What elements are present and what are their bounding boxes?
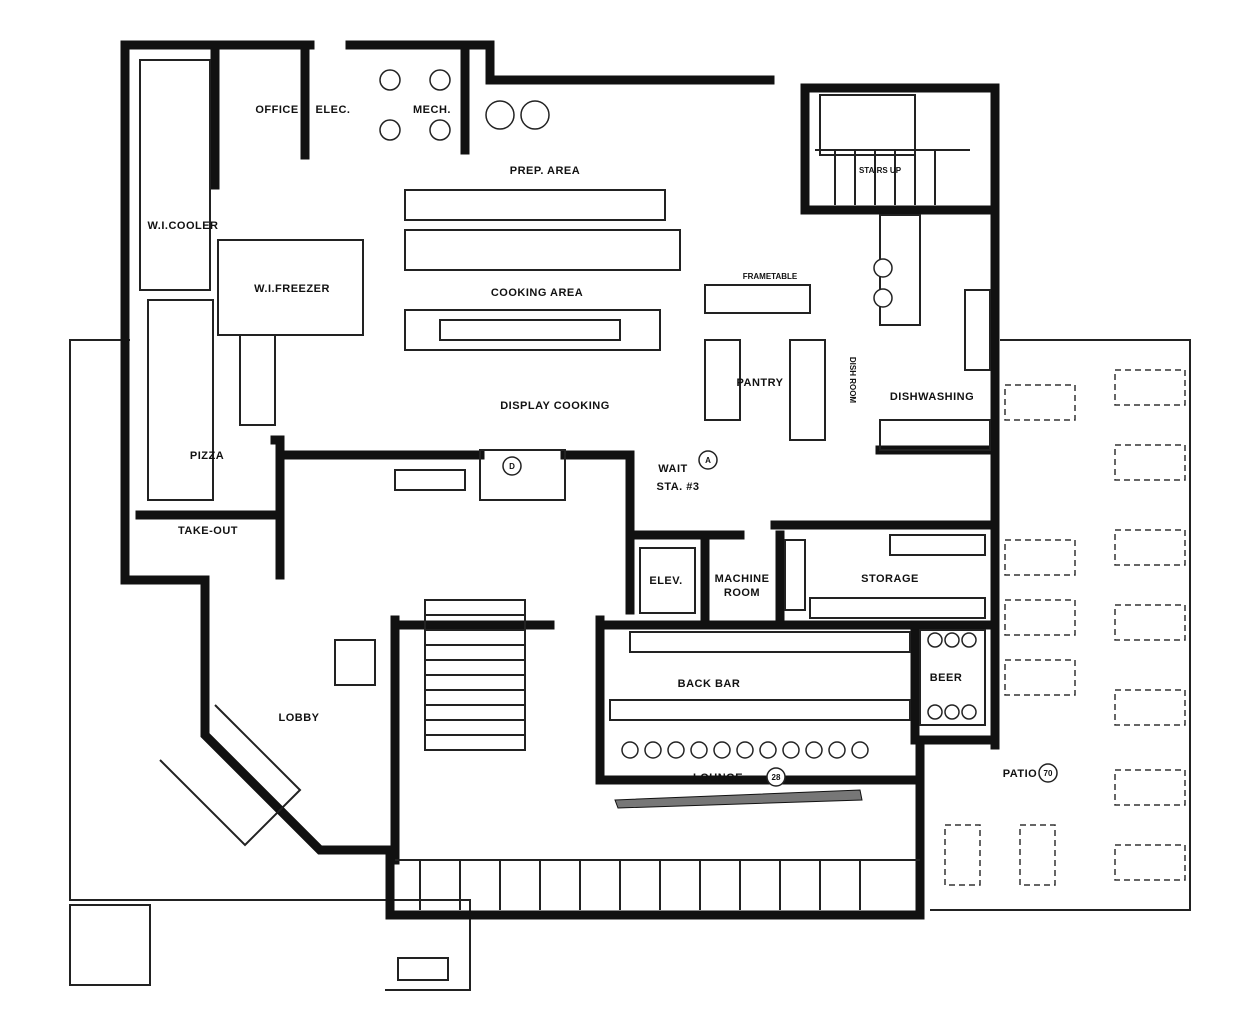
label-pizza: PIZZA (190, 450, 224, 462)
label-take-out: TAKE-OUT (178, 525, 238, 537)
label-dishwashing: DISHWASHING (890, 391, 974, 403)
label-office: OFFICE (255, 104, 298, 116)
label-freezer: W.I.FREEZER (254, 283, 330, 295)
marker-a: A (705, 456, 711, 465)
label-prep-area: PREP. AREA (510, 165, 580, 177)
room-labels: OFFICE ELEC. MECH. PREP. AREA W.I.COOLER… (148, 104, 1058, 787)
label-cooler: W.I.COOLER (148, 220, 219, 232)
label-frametable: FRAMETABLE (743, 272, 798, 281)
label-elec: ELEC. (316, 104, 351, 116)
label-mech: MECH. (413, 104, 451, 116)
marker-d: D (509, 462, 515, 471)
label-back-bar: BACK BAR (678, 678, 741, 690)
label-cooking-area: COOKING AREA (491, 287, 583, 299)
label-storage: STORAGE (861, 573, 919, 585)
label-wait-station: STA. #3 (656, 481, 699, 493)
label-stairs: STAIRS UP (859, 166, 902, 175)
label-lobby: LOBBY (279, 712, 320, 724)
label-pantry: PANTRY (737, 377, 784, 389)
label-beer: BEER (930, 672, 963, 684)
walls (120, 40, 1000, 920)
label-elev: ELEV. (649, 575, 682, 587)
patio-tables (944, 369, 1186, 886)
label-display-cooking: DISPLAY COOKING (500, 400, 610, 412)
label-room: ROOM (724, 587, 760, 599)
patio-seat-count: 70 (1044, 769, 1053, 778)
patio-outline (69, 339, 1191, 991)
lounge-seat-count: 28 (772, 773, 781, 782)
label-dish-room: DISH ROOM (848, 357, 857, 404)
label-patio: PATIO (1003, 768, 1037, 780)
label-wait: WAIT (658, 463, 688, 475)
label-machine: MACHINE (715, 573, 770, 585)
label-lounge: LOUNGE (693, 772, 743, 784)
stools (379, 69, 977, 759)
